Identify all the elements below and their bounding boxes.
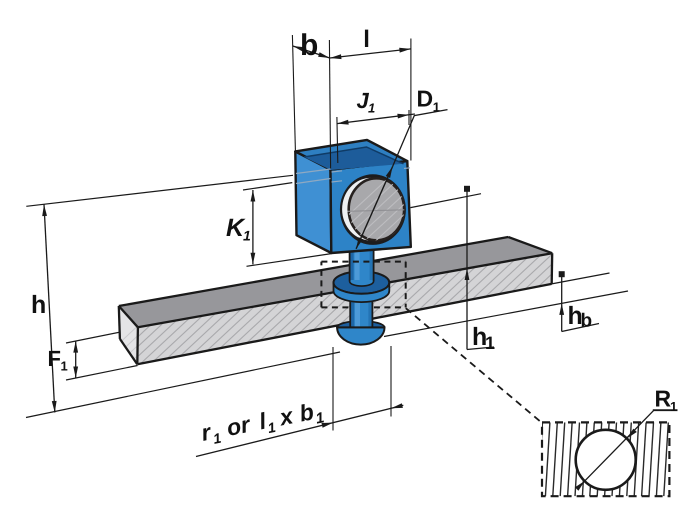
svg-text:F: F: [48, 346, 61, 371]
svg-text:1: 1: [433, 100, 440, 115]
svg-text:b: b: [300, 29, 318, 62]
svg-text:1: 1: [670, 399, 677, 414]
svg-text:D: D: [417, 86, 434, 112]
svg-text:l: l: [363, 26, 370, 53]
svg-text:1: 1: [243, 228, 251, 244]
svg-text:R: R: [655, 386, 672, 412]
svg-text:b: b: [581, 311, 593, 332]
svg-text:h: h: [31, 291, 46, 319]
svg-text:1: 1: [61, 359, 68, 374]
svg-text:1: 1: [485, 333, 495, 353]
svg-text:1: 1: [368, 101, 375, 116]
